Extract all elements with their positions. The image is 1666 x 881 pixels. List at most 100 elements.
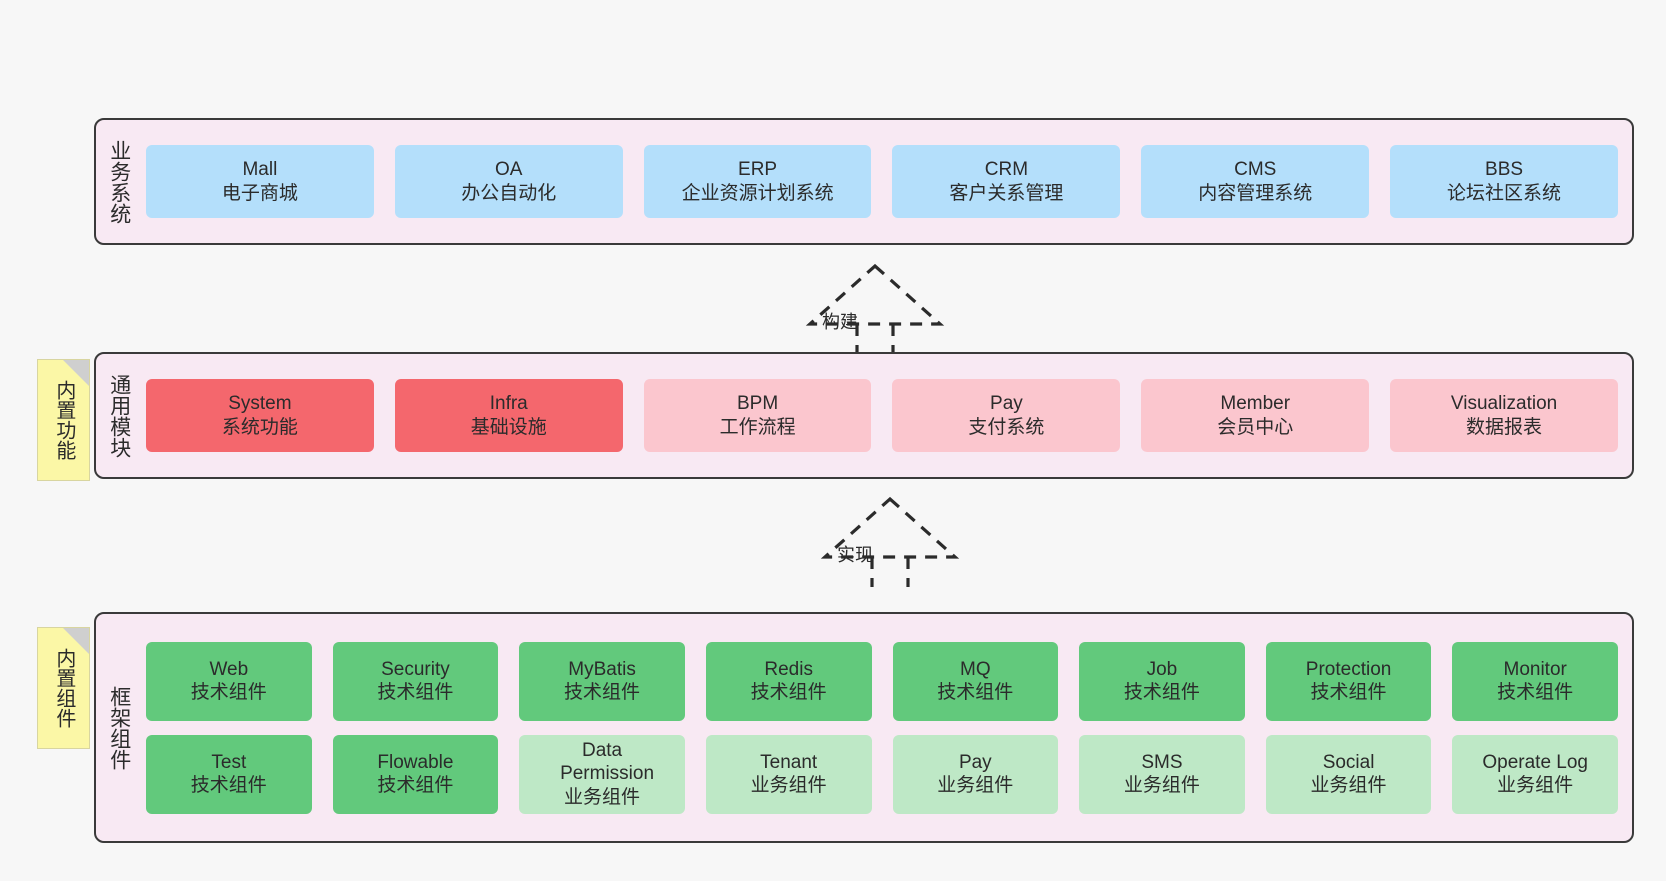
card-mq[interactable]: MQ 技术组件 [892,641,1059,721]
card-sms[interactable]: SMS 业务组件 [1079,734,1245,814]
card-subtitle: 技术组件 [377,775,454,796]
card-title: MyBatis [568,658,636,680]
arrow-build-label: 构建 [822,312,858,332]
card-infra[interactable]: Infra 基础设施 [394,379,623,452]
card-bbs[interactable]: BBS 论坛社区系统 [1390,145,1618,218]
card-title: Test [211,751,247,773]
card-subtitle: 业务组件 [1123,775,1200,796]
card-subtitle: 业务组件 [1497,775,1574,796]
card-title: BBS [1485,159,1524,181]
card-cms[interactable]: CMS 内容管理系统 [1141,145,1370,218]
arrow-build: 构建 [795,262,955,354]
card-pay[interactable]: Pay 支付系统 [892,379,1121,452]
card-test[interactable]: Test 技术组件 [146,734,312,814]
card-subtitle: 基础设施 [470,416,547,438]
layer-body-common-module: System 系统功能 Infra 基础设施 BPM 工作流程 Pay 支付系统… [142,354,1632,477]
card-subtitle: 系统功能 [221,416,298,438]
card-title: Web [209,658,249,680]
layer-business-system: 业务系统 Mall 电子商城 OA 办公自动化 ERP 企业资源计划系统 CRM… [94,118,1634,245]
layer-title-common-module: 通用模块 [107,373,131,458]
card-title: Tenant [760,751,818,773]
arrow-implement-label: 实现 [837,545,873,565]
card-visualization[interactable]: Visualization 数据报表 [1390,379,1618,452]
card-subtitle: 技术组件 [190,682,267,703]
card-monitor[interactable]: Monitor 技术组件 [1452,641,1618,721]
card-title: Pay [958,751,992,773]
card-title: Protection [1305,658,1392,680]
card-row: Mall 电子商城 OA 办公自动化 ERP 企业资源计划系统 CRM 客户关系… [146,145,1618,218]
card-bpm[interactable]: BPM 工作流程 [643,379,872,452]
folded-corner-icon [63,360,89,386]
card-subtitle: 数据报表 [1466,416,1543,438]
card-title: Security [381,658,450,680]
card-subtitle: 技术组件 [937,682,1014,703]
card-subtitle: 技术组件 [1123,682,1200,703]
card-subtitle: 技术组件 [1310,682,1387,703]
card-subtitle: 论坛社区系统 [1447,182,1562,204]
card-subtitle: 客户关系管理 [949,182,1064,204]
card-title: MQ [960,658,991,680]
card-subtitle: 企业资源计划系统 [681,182,834,204]
note-builtin-component-label: 内置组件 [52,648,75,728]
card-row: Test 技术组件 Flowable 技术组件 Data Permission … [146,734,1618,814]
card-title: SMS [1141,751,1183,773]
card-title: Member [1220,393,1291,415]
card-security[interactable]: Security 技术组件 [332,641,499,721]
card-title: Visualization [1450,393,1558,415]
card-title: BPM [736,393,779,415]
card-title: Redis [764,658,813,680]
card-subtitle: 业务组件 [564,786,641,808]
card-subtitle: 技术组件 [1497,682,1574,703]
arrow-implement: 实现 [810,495,970,587]
card-title: Monitor [1503,658,1567,680]
card-web[interactable]: Web 技术组件 [146,641,312,721]
card-subtitle: 技术组件 [564,682,641,703]
layer-body-business-system: Mall 电子商城 OA 办公自动化 ERP 企业资源计划系统 CRM 客户关系… [142,120,1632,243]
folded-corner-icon [63,628,89,654]
card-title: Pay [990,393,1023,415]
card-mall[interactable]: Mall 电子商城 [146,145,374,218]
layer-framework-component: 框架组件 Web 技术组件 Security 技术组件 MyBatis 技术组件… [94,612,1634,843]
card-title: Social [1322,751,1375,773]
card-subtitle: 业务组件 [937,775,1014,796]
note-builtin-function: 内置功能 [37,359,90,481]
card-redis[interactable]: Redis 技术组件 [705,641,872,721]
card-subtitle: 技术组件 [750,682,827,703]
card-subtitle: 支付系统 [968,416,1045,438]
card-flowable[interactable]: Flowable 技术组件 [332,734,499,814]
card-system[interactable]: System 系统功能 [146,379,374,452]
card-title: Infra [489,393,528,415]
card-mybatis[interactable]: MyBatis 技术组件 [519,641,685,721]
card-erp[interactable]: ERP 企业资源计划系统 [643,145,872,218]
layer-title-framework-component: 框架组件 [107,685,131,770]
card-protection[interactable]: Protection 技术组件 [1265,641,1432,721]
card-title: Mall [242,159,278,181]
card-subtitle: 内容管理系统 [1198,182,1313,204]
card-operate-log[interactable]: Operate Log 业务组件 [1452,734,1618,814]
card-title: ERP [738,159,778,181]
card-oa[interactable]: OA 办公自动化 [394,145,623,218]
card-title: Flowable [377,751,454,773]
layer-title-business-system: 业务系统 [107,139,131,224]
card-row: System 系统功能 Infra 基础设施 BPM 工作流程 Pay 支付系统… [146,379,1618,452]
card-subtitle: 业务组件 [1310,775,1387,796]
card-job[interactable]: Job 技术组件 [1079,641,1245,721]
card-subtitle: 技术组件 [190,775,267,796]
card-tenant[interactable]: Tenant 业务组件 [705,734,872,814]
card-subtitle: 办公自动化 [461,182,557,204]
layer-body-framework-component: Web 技术组件 Security 技术组件 MyBatis 技术组件 Redi… [142,614,1632,841]
card-subtitle: 工作流程 [719,416,796,438]
card-data-permission[interactable]: Data Permission 业务组件 [519,734,685,814]
card-title: Job [1146,658,1178,680]
card-title: OA [495,159,523,181]
card-member[interactable]: Member 会员中心 [1141,379,1370,452]
card-pay-business[interactable]: Pay 业务组件 [892,734,1059,814]
card-subtitle: 技术组件 [377,682,454,703]
card-crm[interactable]: CRM 客户关系管理 [892,145,1121,218]
card-title: Data Permission [560,740,655,785]
card-social[interactable]: Social 业务组件 [1265,734,1432,814]
card-title: Operate Log [1482,751,1588,773]
card-subtitle: 电子商城 [221,182,298,204]
card-row: Web 技术组件 Security 技术组件 MyBatis 技术组件 Redi… [146,641,1618,721]
